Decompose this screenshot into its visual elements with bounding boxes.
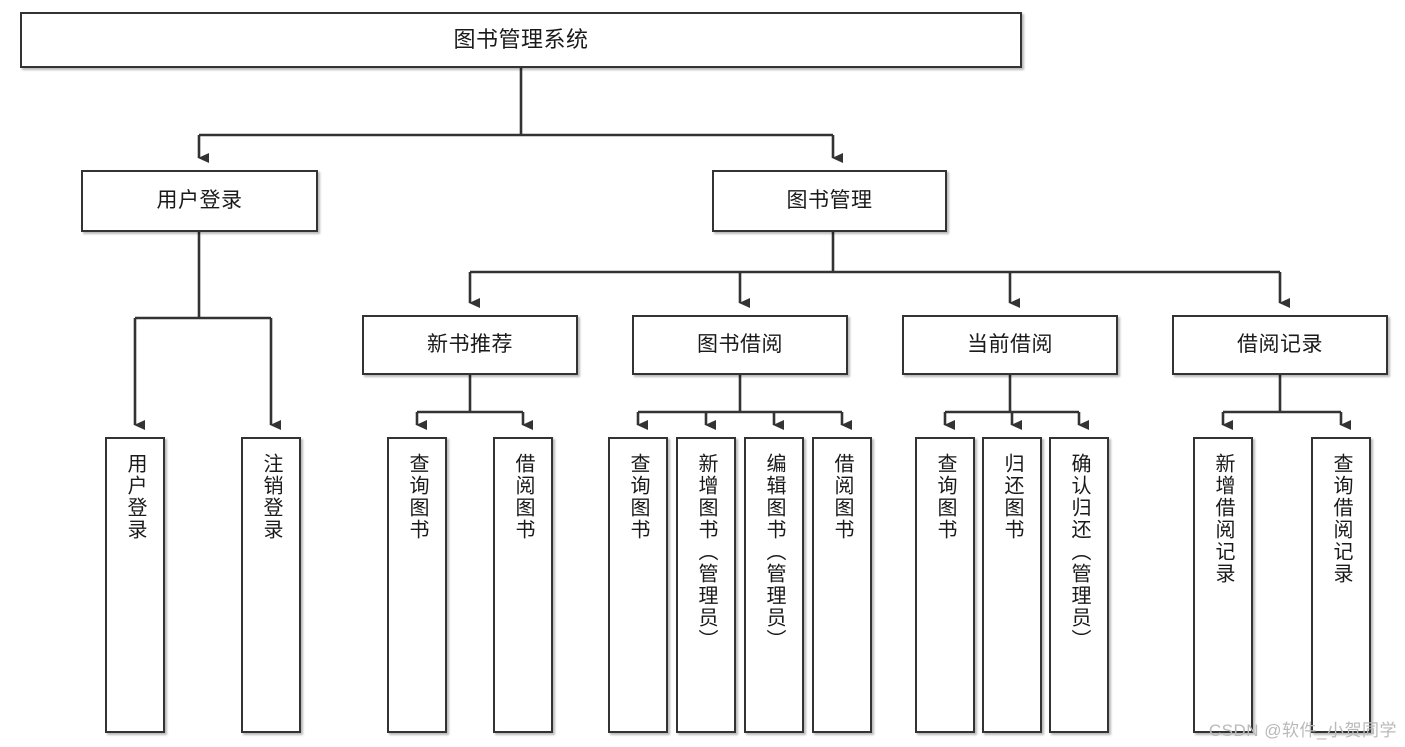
leaf-book-borrow-query[interactable]: 查询图书 [608,437,668,733]
node-label: 用户登录 [124,453,146,541]
node-label: 确认归还（管理员） [1068,453,1090,651]
leaf-book-borrow-edit[interactable]: 编辑图书（管理员） [744,437,804,733]
node-label: 图书借阅 [697,332,783,356]
node-label: 归还图书 [1001,453,1023,541]
node-label: 借阅图书 [512,453,534,541]
leaf-borrow-record-add[interactable]: 新增借阅记录 [1193,437,1253,733]
node-label: 查询图书 [934,453,956,541]
node-user-login[interactable]: 用户登录 [81,170,318,232]
node-label: 图书管理系统 [453,27,589,53]
leaf-book-borrow-borrow[interactable]: 借阅图书 [812,437,872,733]
leaf-new-book-query[interactable]: 查询图书 [387,437,447,733]
node-label: 图书管理 [786,188,873,212]
node-book-management[interactable]: 图书管理 [712,170,947,232]
node-label: 查询图书 [627,453,649,541]
node-label: 借阅记录 [1237,332,1323,356]
node-label: 当前借阅 [967,332,1053,356]
node-root-book-management-system[interactable]: 图书管理系统 [20,12,1022,68]
node-label: 查询借阅记录 [1330,453,1352,585]
leaf-current-borrow-query[interactable]: 查询图书 [915,437,975,733]
node-label: 查询图书 [406,453,428,541]
node-label: 注销登录 [260,453,282,541]
node-label: 用户登录 [156,188,243,212]
node-borrow-record[interactable]: 借阅记录 [1172,315,1388,375]
leaf-new-book-borrow[interactable]: 借阅图书 [493,437,553,733]
node-label: 借阅图书 [831,453,853,541]
node-label: 新增借阅记录 [1212,453,1234,585]
node-label: 编辑图书（管理员） [763,453,785,651]
node-new-book-recommend[interactable]: 新书推荐 [362,315,578,375]
node-book-borrow[interactable]: 图书借阅 [632,315,848,375]
leaf-current-borrow-confirm-return[interactable]: 确认归还（管理员） [1049,437,1109,733]
leaf-user-login-login[interactable]: 用户登录 [105,437,165,733]
node-label: 新增图书（管理员） [695,453,717,651]
node-current-borrow[interactable]: 当前借阅 [902,315,1118,375]
leaf-current-borrow-return[interactable]: 归还图书 [982,437,1042,733]
leaf-book-borrow-add[interactable]: 新增图书（管理员） [676,437,736,733]
leaf-borrow-record-query[interactable]: 查询借阅记录 [1311,437,1371,733]
leaf-user-login-logout[interactable]: 注销登录 [241,437,301,733]
node-label: 新书推荐 [427,332,513,356]
watermark: CSDN @软件_小贺同学 [1208,721,1397,740]
